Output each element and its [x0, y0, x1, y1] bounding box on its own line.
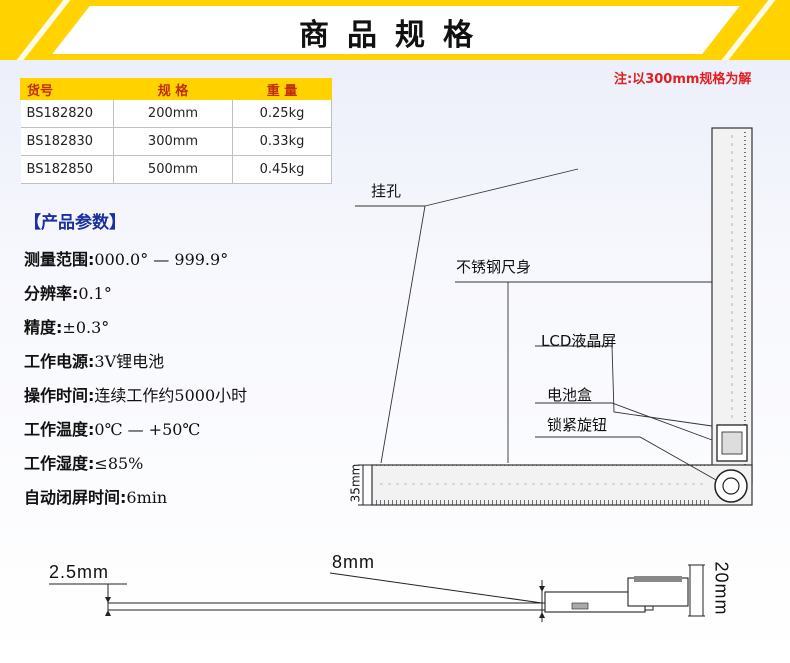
- lock-knob-shape: [714, 469, 748, 503]
- param-accuracy: 精度:±0.3°: [24, 311, 247, 345]
- param-range: 测量范围:000.0° — 999.9°: [24, 243, 247, 277]
- params-heading: 【产品参数】: [24, 213, 126, 233]
- param-label: 精度:: [24, 318, 63, 337]
- ruler-vertical-arm: [711, 127, 753, 484]
- param-value: 0℃ — +50℃: [94, 420, 201, 439]
- leader-lines: [355, 168, 717, 481]
- cell-item: BS182850: [20, 155, 114, 184]
- param-label: 操作时间:: [24, 386, 95, 405]
- spec-table-header: 货号 规 格 重 量: [20, 78, 332, 100]
- param-temperature: 工作温度:0℃ — +50℃: [24, 413, 247, 447]
- product-params: 【产品参数】 测量范围:000.0° — 999.9° 分辨率:0.1° 精度:…: [24, 208, 247, 515]
- cell-spec: 200mm: [113, 99, 233, 128]
- spec-table: 货号 规 格 重 量 BS182820 200mm 0.25kg BS18283…: [20, 78, 332, 184]
- param-label: 工作温度:: [24, 420, 95, 439]
- param-value: 3V锂电池: [94, 352, 165, 371]
- param-humidity: 工作湿度:≤85%: [24, 447, 247, 481]
- dim-height: 20mm: [711, 561, 732, 616]
- cell-spec: 500mm: [113, 155, 233, 184]
- ruler-side-view: [49, 564, 705, 622]
- param-runtime: 操作时间:连续工作约5000小时: [24, 379, 247, 413]
- param-label: 自动闭屏时间:: [24, 488, 127, 507]
- param-value: 000.0° — 999.9°: [94, 250, 229, 269]
- param-auto-off: 自动闭屏时间:6min: [24, 481, 247, 515]
- dim-thickness: 2.5mm: [49, 562, 110, 582]
- cell-weight: 0.25kg: [232, 99, 332, 128]
- col-header-spec: 规 格: [113, 78, 233, 100]
- label-hang-hole: 挂孔: [371, 182, 402, 200]
- label-lock-knob: 锁紧旋钮: [547, 416, 608, 434]
- label-steel-body: 不锈钢尺身: [456, 258, 532, 276]
- param-resolution: 分辨率:0.1°: [24, 277, 247, 311]
- cell-weight: 0.33kg: [232, 127, 332, 156]
- param-label: 分辨率:: [24, 284, 79, 303]
- cell-weight: 0.45kg: [232, 155, 332, 184]
- param-label: 测量范围:: [24, 250, 95, 269]
- page-title: 商品规格: [299, 18, 491, 53]
- col-header-weight: 重 量: [232, 78, 332, 100]
- param-value: 6min: [126, 488, 168, 507]
- param-power: 工作电源:3V锂电池: [24, 345, 247, 379]
- param-label: 工作湿度:: [24, 454, 95, 473]
- table-row: BS182830 300mm 0.33kg: [20, 127, 332, 156]
- param-value: 0.1°: [78, 284, 112, 303]
- cell-item: BS182830: [20, 127, 114, 156]
- param-value: ≤85%: [94, 454, 144, 473]
- param-value: ±0.3°: [62, 318, 110, 337]
- dim-offset: 8mm: [332, 552, 375, 572]
- label-width: 35mm: [348, 463, 363, 503]
- ruler-horizontal-arm: [371, 464, 753, 506]
- label-battery: 电池盒: [547, 386, 593, 404]
- param-label: 工作电源:: [24, 352, 95, 371]
- label-lcd: LCD液晶屏: [541, 332, 617, 350]
- param-value: 连续工作约5000小时: [94, 386, 248, 405]
- table-row: BS182850 500mm 0.45kg: [20, 155, 332, 184]
- spec-note: 注:以300mm规格为解: [614, 72, 752, 87]
- header-banner: 商品规格: [0, 0, 790, 60]
